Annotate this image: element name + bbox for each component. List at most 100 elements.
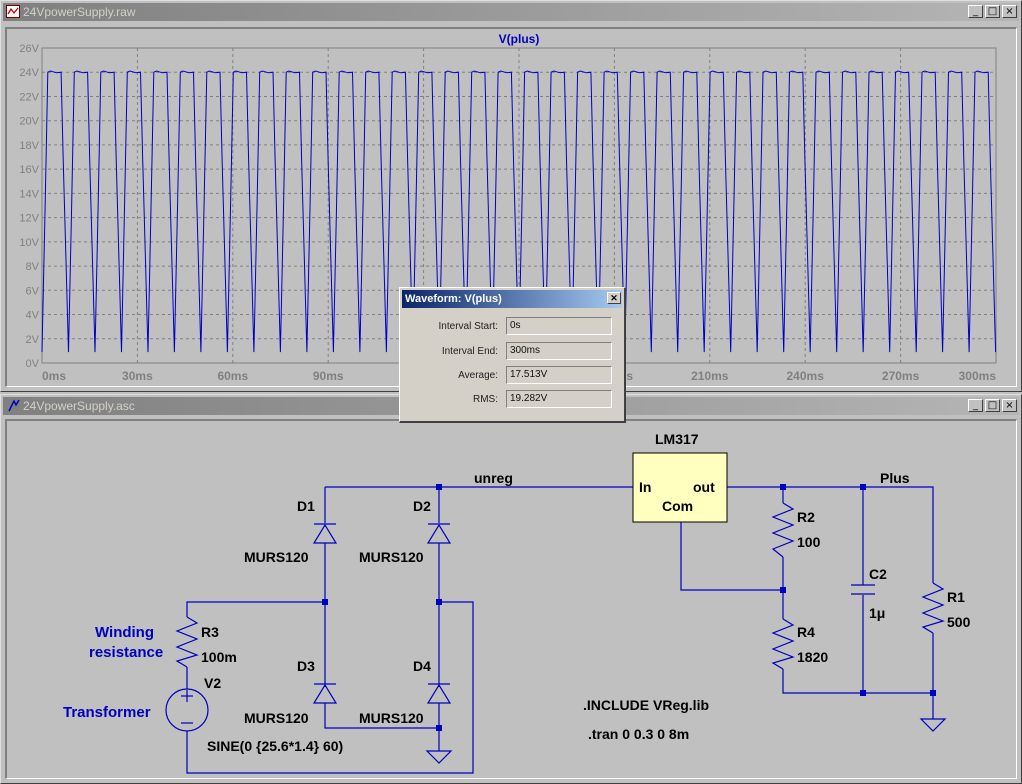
x-tick-label: 90ms [313, 369, 344, 383]
wire-right-loop[interactable] [186, 601, 474, 774]
label-d4: D4 [413, 658, 431, 674]
x-tick-label: 60ms [217, 369, 248, 383]
label-r4-value: 1820 [797, 649, 828, 665]
y-tick-label: 14V [19, 188, 39, 200]
x-tick-label: 270ms [882, 369, 920, 383]
dialog-title: Waveform: V(plus) [405, 293, 502, 305]
resistor-r4[interactable] [771, 618, 795, 670]
comment-winding: Winding [95, 624, 154, 641]
waveform-window: 24VpowerSupply.raw _ □ × V(plus) 0V 2V 4V 6… [0, 0, 1022, 392]
dialog-close-button[interactable]: ✕ [607, 292, 621, 304]
label-r2-value: 100 [797, 534, 821, 550]
diode-d3[interactable] [312, 683, 338, 704]
directive-include[interactable]: .INCLUDE VReg.lib [583, 697, 709, 713]
label-sine: SINE(0 {25.6*1.4} 60) [207, 738, 343, 754]
resistor-r3[interactable] [175, 616, 199, 668]
resistor-r1[interactable] [921, 582, 945, 634]
label-c2: C2 [869, 566, 887, 582]
y-tick-label: 4V [26, 310, 40, 322]
label-d2-model: MURS120 [359, 549, 424, 565]
maximize-button[interactable]: □ [985, 5, 1000, 18]
x-tick-label: 240ms [787, 369, 825, 383]
interval-end-row: Interval End: 300ms [400, 342, 624, 362]
ground-symbol[interactable] [919, 718, 947, 732]
average-label: Average: [458, 370, 498, 381]
y-tick-label: 26V [19, 43, 39, 55]
resistor-r2[interactable] [771, 502, 795, 558]
label-r2: R2 [797, 509, 815, 525]
schematic-file-icon [8, 399, 20, 412]
label-d1: D1 [297, 498, 315, 514]
diode-d4[interactable] [426, 683, 452, 704]
rms-label: RMS: [473, 394, 498, 405]
comment-resistance: resistance [89, 644, 163, 661]
label-c2-value: 1μ [869, 605, 885, 621]
ground-symbol[interactable] [425, 750, 453, 764]
schematic-window: 24VpowerSupply.asc _ □ × [0, 394, 1022, 784]
y-tick-label: 2V [26, 334, 40, 346]
average-field[interactable]: 17.513V [506, 366, 612, 384]
waveform-window-titlebar[interactable]: 24VpowerSupply.raw _ □ × [3, 3, 1019, 21]
y-tick-label: 8V [26, 261, 40, 273]
label-v2: V2 [204, 675, 221, 691]
label-reg-out: out [693, 479, 715, 495]
label-r4: R4 [797, 624, 815, 640]
label-r1: R1 [947, 589, 965, 605]
y-tick-label: 24V [19, 67, 39, 79]
average-row: Average: 17.513V [400, 366, 624, 386]
y-tick-label: 16V [19, 164, 39, 176]
interval-end-label: Interval End: [441, 346, 498, 357]
directive-tran[interactable]: .tran 0 0.3 0 8m [588, 726, 689, 742]
schematic-canvas[interactable]: D1 D2 MURS120 MURS120 D3 D4 MURS120 MURS… [5, 419, 1017, 779]
y-tick-label: 12V [19, 213, 39, 225]
trace-label[interactable]: V(plus) [499, 32, 540, 46]
minimize-button[interactable]: _ [968, 5, 983, 18]
dialog-titlebar[interactable]: Waveform: V(plus) [402, 290, 622, 308]
maximize-button[interactable]: □ [985, 399, 1000, 412]
diode-d1[interactable] [312, 523, 338, 544]
y-tick-label: 6V [26, 285, 40, 297]
wire-bottom[interactable] [782, 669, 934, 719]
close-button[interactable]: × [1002, 5, 1017, 18]
label-r3: R3 [201, 624, 219, 640]
label-d4-model: MURS120 [359, 710, 424, 726]
label-d2: D2 [413, 498, 431, 514]
x-tick-label: 210ms [691, 369, 729, 383]
label-unreg: unreg [474, 470, 513, 486]
rms-row: RMS: 19.282V [400, 390, 624, 410]
x-tick-label: 300ms [959, 369, 997, 383]
label-d3-model: MURS120 [244, 710, 309, 726]
label-d1-model: MURS120 [244, 549, 309, 565]
close-button[interactable]: × [1002, 399, 1017, 412]
y-tick-label: 10V [19, 237, 39, 249]
schematic-drawing[interactable]: D1 D2 MURS120 MURS120 D3 D4 MURS120 MURS… [7, 421, 1019, 777]
lm317-regulator[interactable] [632, 452, 728, 523]
diode-d2[interactable] [426, 523, 452, 544]
interval-start-label: Interval Start: [438, 321, 498, 332]
label-reg-in: In [639, 479, 651, 495]
rms-field[interactable]: 19.282V [506, 390, 612, 408]
wire-d3-bottom[interactable] [324, 703, 439, 729]
x-tick-label: 30ms [122, 369, 153, 383]
capacitor-c2[interactable] [851, 584, 875, 595]
label-d3: D3 [297, 658, 315, 674]
label-r1-value: 500 [947, 614, 971, 630]
label-plus: Plus [880, 470, 910, 486]
y-tick-label: 22V [19, 91, 39, 103]
minimize-button[interactable]: _ [968, 399, 983, 412]
x-tick-label: 0ms [42, 369, 66, 383]
comment-transformer: Transformer [63, 704, 151, 721]
waveform-window-title: 24VpowerSupply.raw [23, 5, 136, 19]
y-tick-label: 0V [26, 358, 40, 370]
waveform-file-icon [6, 5, 20, 18]
voltage-source-v2[interactable] [165, 688, 209, 732]
label-reg-com: Com [662, 498, 693, 514]
y-tick-label: 20V [19, 116, 39, 128]
wire-com[interactable] [680, 522, 783, 591]
wire-out[interactable] [727, 486, 934, 583]
interval-start-field[interactable]: 0s [506, 317, 612, 335]
junctions [322, 484, 936, 731]
interval-end-field[interactable]: 300ms [506, 342, 612, 360]
label-r3-value: 100m [201, 649, 237, 665]
wire-r3-top[interactable] [186, 601, 325, 617]
